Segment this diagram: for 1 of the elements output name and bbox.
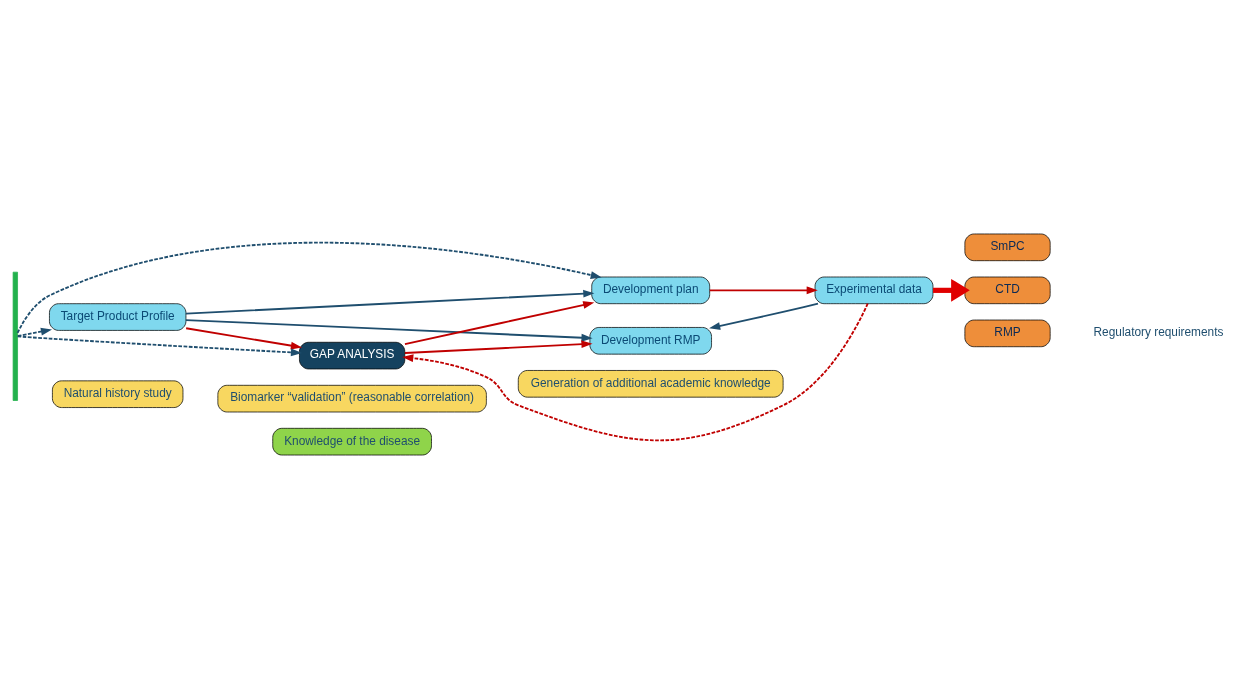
label: Regulatory requirements bbox=[1093, 325, 1224, 340]
